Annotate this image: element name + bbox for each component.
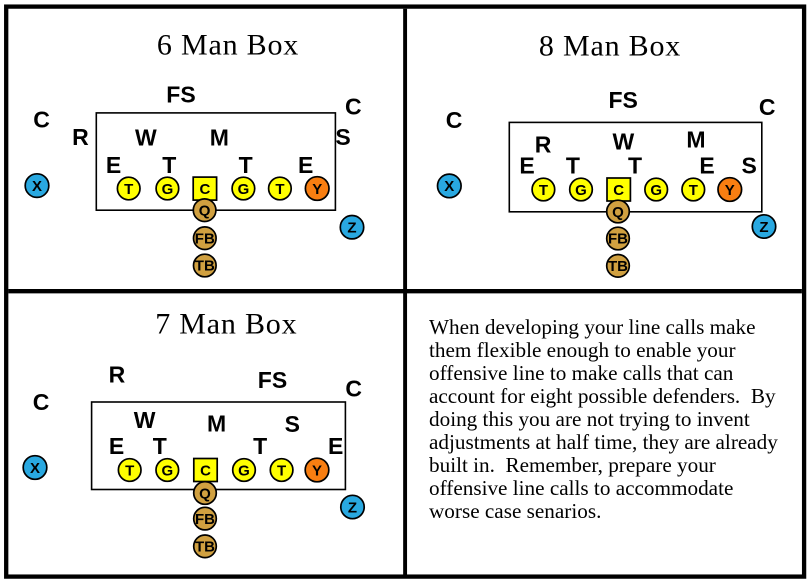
svg-text:T: T xyxy=(153,433,167,459)
svg-text:C: C xyxy=(33,389,50,415)
svg-text:T: T xyxy=(277,462,286,479)
svg-text:FB: FB xyxy=(608,231,628,248)
svg-text:M: M xyxy=(207,411,226,437)
svg-text:T: T xyxy=(124,181,133,198)
svg-text:M: M xyxy=(210,124,229,150)
svg-text:S: S xyxy=(335,124,350,150)
svg-text:offensive line calls to accomm: offensive line calls to accommodate xyxy=(429,476,733,500)
svg-text:C: C xyxy=(199,181,210,198)
svg-text:Y: Y xyxy=(725,182,735,199)
svg-text:M: M xyxy=(686,127,705,153)
svg-text:G: G xyxy=(650,182,662,199)
svg-text:E: E xyxy=(109,433,124,459)
svg-text:Q: Q xyxy=(199,485,211,502)
svg-text:T: T xyxy=(689,182,698,199)
svg-text:X: X xyxy=(32,178,42,195)
svg-text:TB: TB xyxy=(195,539,215,556)
svg-text:When developing your line call: When developing your line calls make xyxy=(429,315,756,339)
svg-text:C: C xyxy=(759,94,776,120)
svg-text:G: G xyxy=(238,462,250,479)
svg-text:G: G xyxy=(238,181,250,198)
svg-text:T: T xyxy=(628,152,642,178)
svg-text:S: S xyxy=(285,411,300,437)
svg-text:Y: Y xyxy=(312,181,322,198)
svg-text:T: T xyxy=(539,182,548,199)
svg-text:T: T xyxy=(125,462,134,479)
svg-text:R: R xyxy=(109,362,126,388)
svg-text:C: C xyxy=(33,106,50,132)
svg-text:doing this you are not trying: doing this you are not trying to invent xyxy=(429,407,750,431)
svg-text:account for eight possible def: account for eight possible defenders. By xyxy=(429,384,776,408)
svg-text:FB: FB xyxy=(195,511,215,528)
svg-text:T: T xyxy=(239,152,253,178)
svg-text:E: E xyxy=(519,152,534,178)
svg-text:T: T xyxy=(566,152,580,178)
svg-text:G: G xyxy=(575,182,587,199)
svg-text:C: C xyxy=(345,376,362,402)
svg-text:built in. Remember, prepare y: built in. Remember, prepare your xyxy=(429,453,716,477)
svg-text:Y: Y xyxy=(312,462,322,479)
svg-text:T: T xyxy=(275,181,284,198)
svg-text:FS: FS xyxy=(609,87,638,113)
svg-text:Z: Z xyxy=(347,220,356,237)
svg-text:E: E xyxy=(298,152,313,178)
svg-text:offensive line to make calls t: offensive line to make calls that can xyxy=(429,361,734,385)
svg-text:FB: FB xyxy=(195,230,215,247)
svg-text:TB: TB xyxy=(195,258,215,275)
svg-text:worse case senarios.: worse case senarios. xyxy=(429,499,601,523)
svg-text:X: X xyxy=(30,460,40,477)
svg-text:W: W xyxy=(613,128,635,154)
svg-text:S: S xyxy=(742,152,757,178)
svg-text:E: E xyxy=(328,433,343,459)
svg-text:X: X xyxy=(444,178,454,195)
svg-text:C: C xyxy=(200,462,211,479)
svg-text:Q: Q xyxy=(199,203,211,220)
svg-text:Q: Q xyxy=(612,204,624,221)
svg-text:T: T xyxy=(253,433,267,459)
svg-text:Z: Z xyxy=(759,219,768,236)
svg-text:6 Man Box: 6 Man Box xyxy=(157,29,299,62)
svg-text:FS: FS xyxy=(258,367,287,393)
svg-text:E: E xyxy=(699,152,714,178)
svg-text:R: R xyxy=(535,131,552,157)
svg-text:R: R xyxy=(72,124,89,150)
svg-text:G: G xyxy=(161,462,173,479)
svg-text:Z: Z xyxy=(348,499,357,516)
svg-text:E: E xyxy=(106,152,121,178)
svg-text:C: C xyxy=(345,94,362,120)
svg-text:C: C xyxy=(613,182,624,199)
svg-text:TB: TB xyxy=(608,258,628,275)
svg-text:adjustments at half time, they: adjustments at half time, they are alrea… xyxy=(429,430,778,454)
svg-text:W: W xyxy=(135,124,157,150)
svg-text:W: W xyxy=(134,407,156,433)
svg-text:T: T xyxy=(162,152,176,178)
svg-text:8 Man Box: 8 Man Box xyxy=(539,30,681,63)
svg-text:FS: FS xyxy=(166,81,195,107)
svg-text:7 Man Box: 7 Man Box xyxy=(155,308,297,341)
svg-text:G: G xyxy=(162,181,174,198)
svg-text:them flexible enough to enable: them flexible enough to enable your xyxy=(429,338,736,362)
svg-text:C: C xyxy=(446,107,463,133)
